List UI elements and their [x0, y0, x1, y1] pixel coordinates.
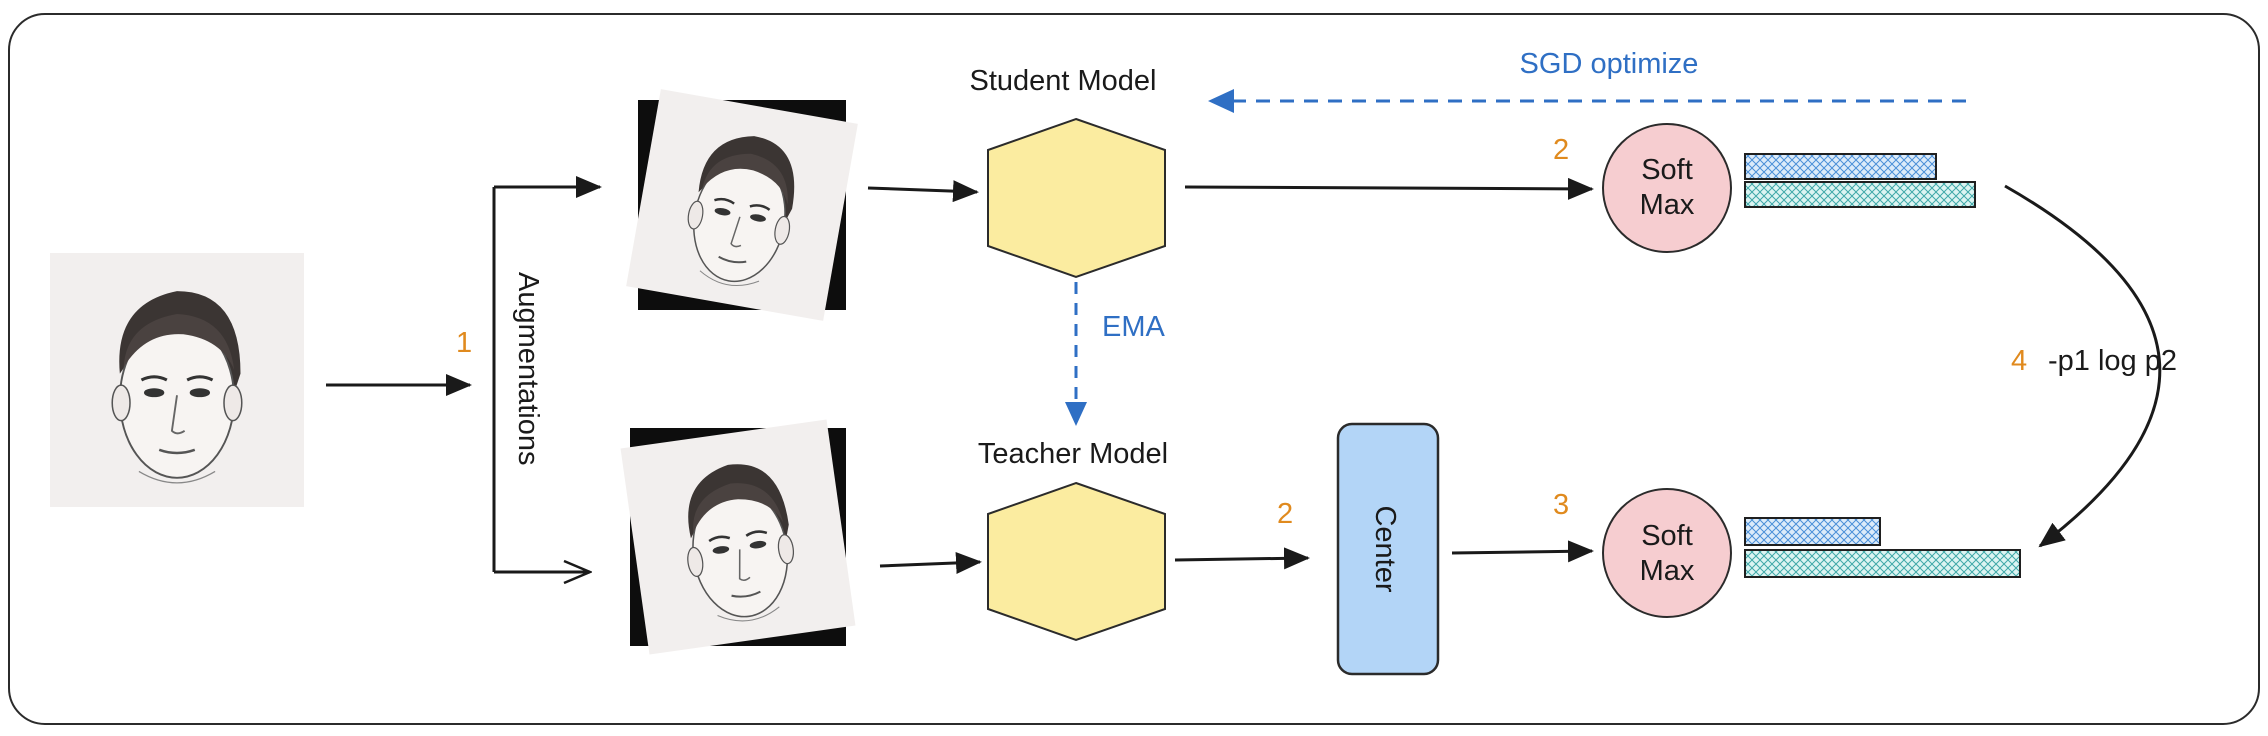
teacher-prob-bar-1 [1744, 517, 1881, 546]
step-number-3: 3 [1553, 489, 1569, 521]
loss-curve-arrow [2004, 184, 2162, 548]
teacher-model-hexagon [987, 481, 1166, 642]
softmax-bottom-label: Soft [1641, 520, 1693, 552]
student-prob-bar-1 [1744, 153, 1937, 180]
augmentations-label: Augmentations [512, 272, 544, 465]
augmented-face-top [624, 87, 860, 323]
center-block [1336, 422, 1440, 676]
softmax-top-label: Soft [1641, 154, 1693, 186]
teacher-prob-bar-2 [1744, 549, 2021, 578]
softmax-bottom-label-2: Max [1640, 555, 1695, 587]
center-label: Center [1369, 505, 1401, 592]
ema-label: EMA [1102, 311, 1166, 343]
softmax-top-label-2: Max [1640, 189, 1695, 221]
step-number-2-bottom: 2 [1277, 498, 1293, 530]
augmented-face-bottom [619, 418, 857, 656]
student-distribution [1744, 153, 1976, 208]
arrow-student-to-softmax [1184, 177, 1594, 200]
step-number-1: 1 [456, 327, 472, 359]
softmax-bottom-circle [1602, 488, 1732, 618]
student-model-title: Student Model [969, 65, 1156, 97]
sgd-arrowhead [1208, 89, 1234, 113]
arrow-teacher-to-center [1174, 547, 1310, 570]
arrow-center-to-softmax [1451, 540, 1594, 563]
student-model-hexagon [987, 117, 1166, 279]
ema-arrowhead [1065, 402, 1087, 426]
arrow-top-image-to-student [867, 180, 979, 203]
student-prob-bar-2 [1744, 181, 1976, 208]
step-number-2-top: 2 [1553, 134, 1569, 166]
teacher-distribution [1744, 517, 2021, 578]
teacher-model-title: Teacher Model [978, 438, 1168, 470]
softmax-top-circle [1602, 123, 1732, 253]
sgd-optimize-label: SGD optimize [1520, 48, 1699, 80]
input-face-image [48, 251, 306, 509]
step-number-4: 4 [2011, 345, 2027, 377]
loss-label: -p1 log p2 [2048, 345, 2177, 377]
arrow-bottom-image-to-teacher [879, 551, 982, 574]
